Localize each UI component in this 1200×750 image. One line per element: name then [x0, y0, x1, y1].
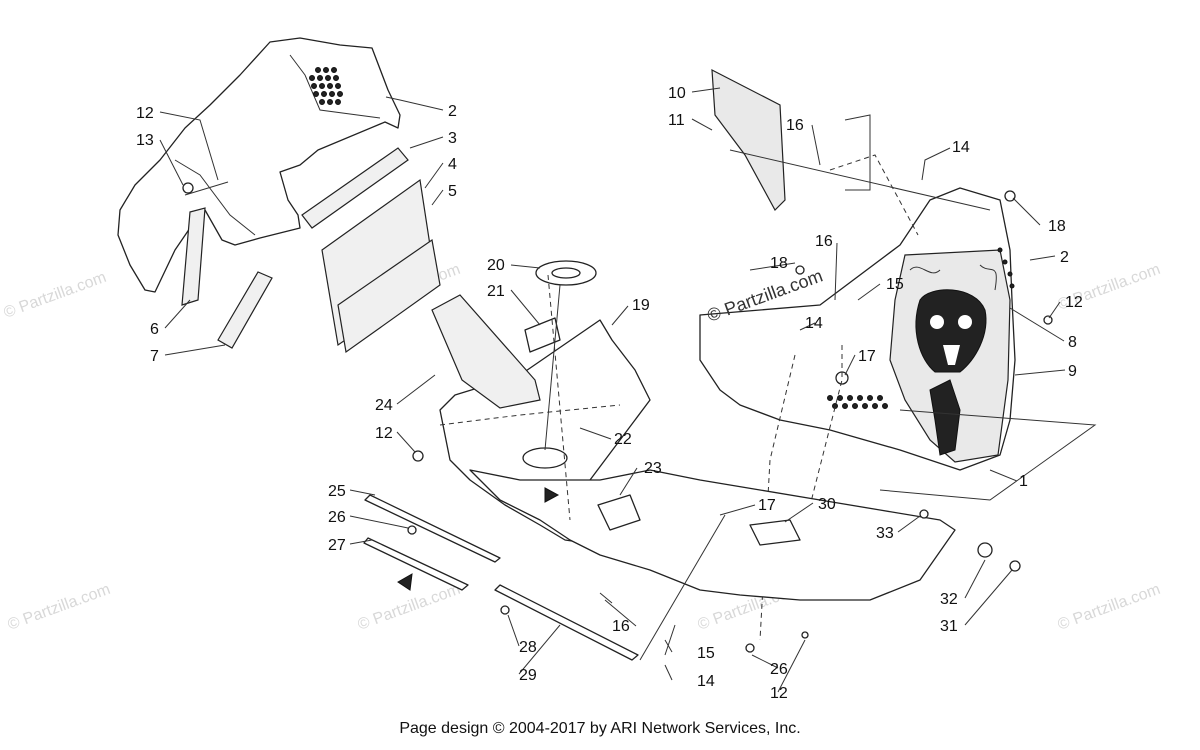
watermark-text: © Partzilla.com: [6, 581, 113, 634]
rivet-icon: [919, 509, 929, 519]
callout-31: 31: [940, 618, 958, 635]
rivet-icon: [795, 265, 805, 275]
callout-19: 19: [632, 297, 650, 314]
callout-28: 28: [519, 639, 537, 656]
callout-2: 2: [448, 103, 457, 120]
callout-20: 20: [487, 257, 505, 274]
callout-3: 3: [448, 130, 457, 147]
callout-15: 15: [697, 645, 715, 662]
vent-holes-left: [309, 67, 343, 105]
callout-18: 18: [1048, 218, 1066, 235]
callout-25: 25: [328, 483, 346, 500]
callout-13: 13: [136, 132, 154, 149]
callout-30: 30: [818, 496, 836, 513]
leader-lines: [159, 87, 1066, 693]
watermark-text: © Partzilla.com: [2, 269, 109, 322]
callout-16: 16: [815, 233, 833, 250]
bracket-21: [524, 317, 561, 353]
callout-12: 12: [375, 425, 393, 442]
left-side-panel-group: [117, 37, 441, 354]
callout-26: 26: [328, 509, 346, 526]
callout-23: 23: [644, 460, 662, 477]
belly-pan-group: [363, 260, 1021, 661]
callout-16: 16: [786, 117, 804, 134]
callout-1: 1: [1019, 473, 1028, 490]
rivet-icon: [500, 605, 510, 615]
foam-block-24: [431, 294, 541, 409]
washer-icon: [977, 542, 993, 558]
foam-strip-7: [217, 271, 273, 349]
watermark-text: © Partzilla.com: [1056, 581, 1163, 634]
callout-2: 2: [1060, 249, 1069, 266]
callout-14: 14: [952, 139, 970, 156]
callout-15: 15: [886, 276, 904, 293]
callout-12: 12: [770, 685, 788, 702]
screw-icon: [801, 631, 809, 639]
callout-17: 17: [758, 497, 776, 514]
sticker-30: [749, 519, 801, 546]
rivet-icon: [412, 450, 424, 462]
callout-16: 16: [612, 618, 630, 635]
foam-strip-3: [301, 147, 409, 229]
rivet-icon: [407, 525, 417, 535]
callout-9: 9: [1068, 363, 1077, 380]
trim-strip-29: [494, 584, 639, 661]
rivet-icon: [1043, 315, 1053, 325]
ring-20-hole: [551, 267, 581, 279]
callout-21: 21: [487, 283, 505, 300]
callout-18: 18: [770, 255, 788, 272]
trim-strip-27: [363, 537, 469, 591]
callout-33: 33: [876, 525, 894, 542]
callout-29: 29: [519, 667, 537, 684]
hood-group: © Partzilla.com: [699, 68, 1097, 641]
rivet-icon: [745, 643, 755, 653]
arrow-icon: [397, 573, 413, 591]
vent-holes-hood: [827, 247, 1015, 409]
callout-14: 14: [805, 315, 823, 332]
trim-strip-25: [364, 494, 501, 563]
parts-diagram: © Partzilla.com © Partzilla.com © Partzi…: [2, 37, 1163, 702]
rivet-icon: [182, 182, 194, 194]
callout-4: 4: [448, 156, 457, 173]
callout-6: 6: [150, 321, 159, 338]
callout-12: 12: [1065, 294, 1083, 311]
callout-8: 8: [1068, 334, 1077, 351]
callout-12: 12: [136, 105, 154, 122]
foam-strip-6: [181, 207, 206, 306]
skull-graphic-8: [909, 264, 997, 456]
nose-pan: [469, 469, 956, 601]
callout-32: 32: [940, 591, 958, 608]
arrow-icon: [544, 487, 560, 503]
callout-11: 11: [668, 112, 685, 129]
callout-27: 27: [328, 537, 346, 554]
callout-24: 24: [375, 397, 393, 414]
callout-10: 10: [668, 85, 686, 102]
callout-labels: 2 3 4 5 12 13 6 7 10 11 16 14 18 2 16 18…: [136, 85, 1083, 702]
callout-17: 17: [858, 348, 876, 365]
screw-icon: [1009, 560, 1021, 572]
callout-22: 22: [614, 431, 632, 448]
bumper-23: [597, 494, 641, 531]
hole-cover-icon: [522, 447, 568, 469]
callout-26: 26: [770, 661, 788, 678]
windshield-10: [711, 68, 786, 211]
copyright-footer: Page design © 2004-2017 by ARI Network S…: [399, 720, 801, 737]
callout-5: 5: [448, 183, 457, 200]
callout-7: 7: [150, 348, 159, 365]
foam-pad-5: [337, 238, 441, 354]
callout-14: 14: [697, 673, 715, 690]
rivet-icon: [1004, 190, 1016, 202]
